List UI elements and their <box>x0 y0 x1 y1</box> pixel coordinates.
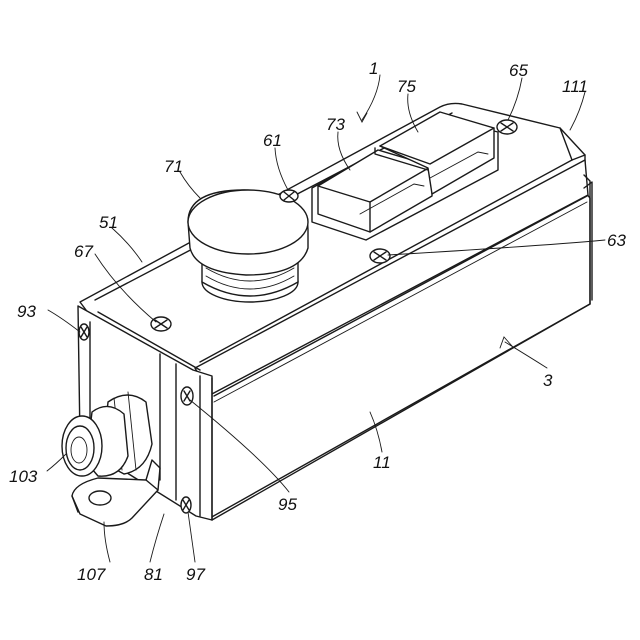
ref-label-103: 103 <box>9 467 38 486</box>
screw-61 <box>280 190 298 202</box>
ref-label-63: 63 <box>607 231 626 250</box>
ref-label-3: 3 <box>543 371 553 390</box>
ref-label-73: 73 <box>326 115 345 134</box>
ref-label-93: 93 <box>17 302 36 321</box>
screw-63 <box>370 249 390 263</box>
ref-label-11: 11 <box>373 453 391 472</box>
ref-label-51: 51 <box>99 213 118 232</box>
ref-label-75: 75 <box>397 77 416 96</box>
screw-67 <box>151 317 171 331</box>
ref-label-81: 81 <box>144 565 163 584</box>
screw-95 <box>181 387 193 405</box>
enclosure-body <box>78 103 592 520</box>
ref-label-71: 71 <box>164 157 183 176</box>
ref-label-1: 1 <box>369 59 378 78</box>
ref-label-65: 65 <box>509 61 528 80</box>
ref-label-95: 95 <box>278 495 297 514</box>
ref-label-97: 97 <box>186 565 205 584</box>
screw-93 <box>79 324 89 340</box>
ref-label-107: 107 <box>77 565 106 584</box>
ref-label-61: 61 <box>263 131 282 150</box>
screw-97 <box>181 497 191 513</box>
mushroom-button <box>188 190 308 302</box>
screw-65 <box>497 120 517 134</box>
ref-label-111: 111 <box>562 77 588 96</box>
ref-label-67: 67 <box>74 242 93 261</box>
